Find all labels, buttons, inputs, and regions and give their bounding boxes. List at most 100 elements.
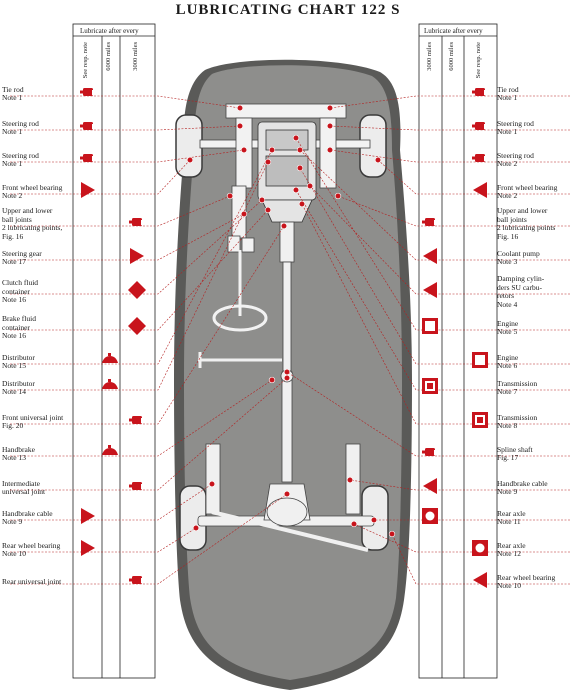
left-label-line: Intermediate	[2, 478, 40, 488]
right-label-line: Tie rod	[497, 84, 519, 94]
left-label-line: Steering rod	[2, 150, 39, 160]
left-label-line: Clutch fluid	[2, 278, 39, 288]
left-lube-point-4	[226, 192, 234, 200]
right-leader-9	[295, 189, 570, 391]
left-leader-14	[10, 527, 197, 553]
left-label-line: Upper and lower	[2, 206, 53, 215]
left-label-line: ball joints	[2, 214, 32, 224]
right-label-line: Upper and lower	[497, 206, 548, 215]
schedule-symbols	[80, 88, 488, 588]
right-label-line: Note 11	[497, 517, 521, 526]
right-lube-point-12	[346, 476, 354, 484]
left-label-line: Front universal joint	[2, 412, 64, 422]
right-symbol-4	[422, 218, 436, 226]
left-label-line: Note 1	[2, 127, 23, 136]
left-leader-13	[10, 483, 213, 521]
left-label-line: Note 14	[2, 387, 26, 396]
left-symbol-14	[81, 540, 95, 556]
left-symbol-8	[102, 353, 118, 363]
right-leader-6	[309, 185, 570, 295]
right-lube-point-15	[388, 530, 396, 538]
left-symbol-12	[129, 482, 143, 490]
leader-lines	[10, 95, 570, 585]
right-table-header: Lubricate after every	[424, 27, 483, 35]
right-symbol-13	[422, 508, 438, 524]
right-label-line: Note 12	[497, 549, 521, 558]
right-lube-point-8	[296, 164, 304, 172]
right-symbol-2	[472, 154, 486, 162]
right-label-line: Note 8	[497, 421, 518, 430]
left-lube-point-14	[192, 524, 200, 532]
left-lube-point-0	[236, 104, 244, 112]
engine-block	[257, 121, 317, 223]
right-symbol-8	[472, 352, 488, 368]
right-label-line: Note 10	[497, 581, 521, 590]
right-label-line: ball joints	[497, 214, 527, 224]
right-symbol-15	[473, 572, 487, 588]
left-label-line: container	[2, 286, 30, 296]
right-leader-1	[329, 125, 570, 131]
left-leader-6	[10, 199, 263, 295]
right-lube-point-9	[292, 186, 300, 194]
left-lube-point-5	[240, 210, 248, 218]
right-leader-2	[329, 149, 570, 163]
right-leader-3	[377, 159, 570, 195]
right-label-line: Spline shaft	[497, 444, 533, 454]
right-leader-14	[353, 523, 570, 553]
right-label-line: Note 6	[497, 361, 518, 370]
left-symbol-0	[80, 88, 94, 96]
car-chassis	[174, 59, 412, 691]
left-label-line: Rear universal joint	[2, 576, 62, 586]
left-leader-4	[10, 195, 231, 227]
left-lube-point-1	[236, 122, 244, 130]
right-lube-point-14	[350, 520, 358, 528]
left-leader-3	[10, 159, 191, 195]
left-lube-point-12	[283, 374, 291, 382]
right-label-line: Rear axle	[497, 508, 526, 518]
chart-title: LUBRICATING CHART 122 S	[175, 2, 401, 18]
right-leader-8	[299, 167, 570, 365]
left-label-15: Rear universal joint	[2, 576, 62, 587]
left-leader-8	[10, 149, 273, 365]
left-symbol-7	[128, 317, 146, 335]
right-symbol-6	[423, 282, 437, 298]
right-label-line: Fig. 17	[497, 453, 519, 462]
right-lube-point-6	[306, 182, 314, 190]
front-left-wheel	[175, 114, 203, 178]
right-lube-point-1	[326, 122, 334, 130]
right-label-line: Fig. 16	[497, 231, 519, 241]
right-label-line: ders SU carbu-	[497, 282, 542, 292]
right-lube-point-3	[374, 156, 382, 164]
left-leader-9	[10, 161, 269, 391]
right-col-header-6000: 6000 miles	[448, 42, 455, 71]
right-label-line: Rear axle	[497, 540, 526, 550]
left-label-line: Steering rod	[2, 118, 39, 128]
left-lube-point-7	[264, 206, 272, 214]
left-lube-point-9	[264, 158, 272, 166]
right-col-header-3000: 3000 miles	[426, 42, 433, 71]
right-symbol-10	[472, 412, 488, 428]
right-lube-point-7	[292, 134, 300, 142]
left-symbol-9	[102, 379, 118, 389]
left-lube-point-6	[258, 196, 266, 204]
left-label-line: Tie rod	[2, 84, 24, 94]
left-leader-1	[10, 125, 241, 131]
right-label-line: Note 4	[497, 299, 518, 309]
right-symbol-3	[473, 182, 487, 198]
left-label-line: container	[2, 322, 30, 332]
right-leader-11	[286, 371, 570, 457]
right-label-line: Transmission	[497, 412, 538, 422]
right-lube-point-0	[326, 104, 334, 112]
right-label-line: Note 1	[497, 127, 518, 136]
left-leader-2	[10, 149, 245, 163]
